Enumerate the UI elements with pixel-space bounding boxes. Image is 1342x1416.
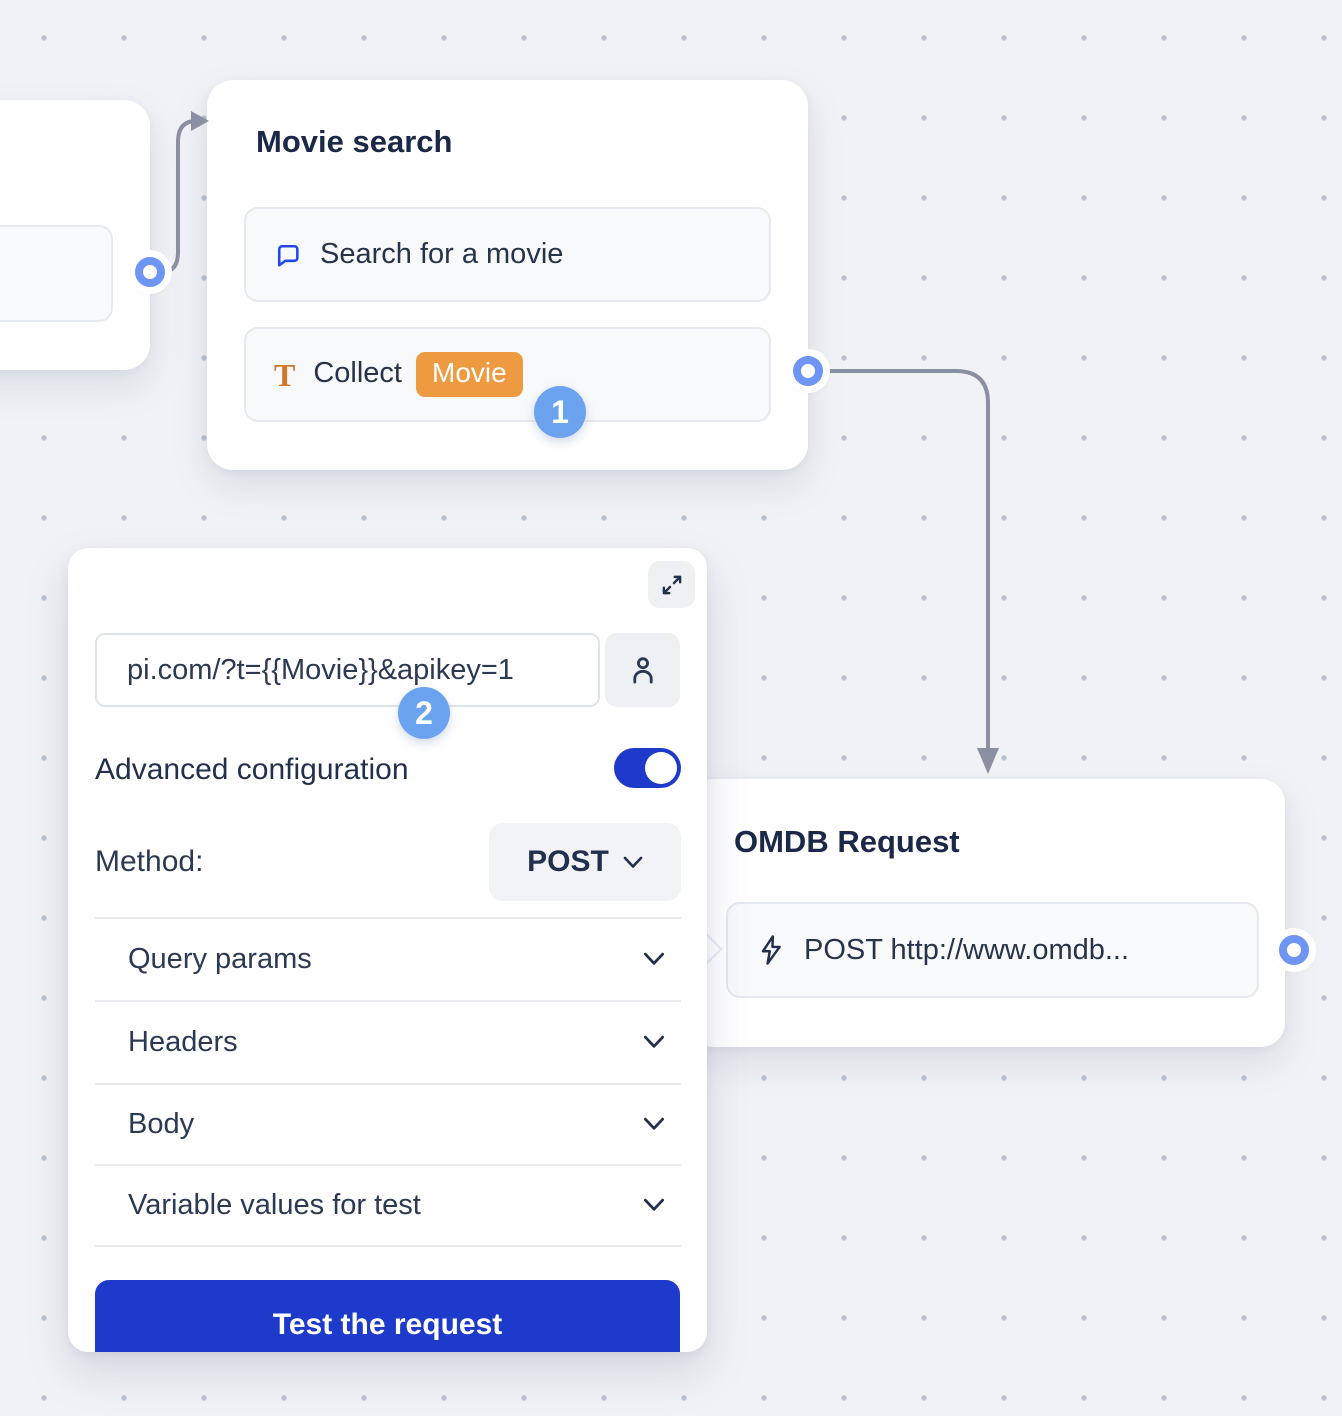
method-select[interactable]: POST (489, 823, 681, 901)
expand-button[interactable] (648, 561, 695, 608)
section-label: Query params (128, 942, 312, 975)
divider (95, 1000, 681, 1002)
section-body[interactable]: Body (95, 1083, 681, 1165)
divider (95, 1164, 681, 1166)
divider (95, 1245, 681, 1247)
step-badge-2: 2 (398, 687, 450, 739)
send-message-item[interactable]: Search for a movie (244, 207, 771, 302)
lightning-icon (756, 934, 786, 966)
section-label: Headers (128, 1025, 238, 1058)
step-badge-1: 1 (534, 386, 586, 438)
chevron-down-icon (623, 856, 643, 869)
section-label: Variable values for test (128, 1188, 421, 1221)
advanced-configuration-toggle[interactable] (614, 748, 681, 788)
movie-search-node[interactable]: Movie search Search for a movie T Collec… (207, 80, 808, 470)
node-title: OMDB Request (734, 824, 960, 859)
person-icon (626, 653, 660, 687)
section-label: Body (128, 1107, 195, 1140)
node-title: Movie search (256, 124, 453, 159)
variable-chip[interactable]: Movie (416, 352, 523, 397)
divider (95, 917, 681, 919)
method-label: Method: (95, 845, 204, 878)
previous-node-item[interactable] (0, 225, 113, 322)
advanced-configuration-label: Advanced configuration (95, 753, 409, 786)
method-value: POST (527, 845, 609, 878)
divider (95, 1083, 681, 1085)
toggle-knob (645, 752, 677, 784)
previous-node-card[interactable] (0, 100, 150, 370)
webhook-item[interactable]: POST http://www.omdb... (726, 902, 1259, 998)
previous-node-output-port[interactable] (135, 257, 165, 287)
test-request-button[interactable]: Test the request (95, 1280, 680, 1352)
chat-bubble-icon (274, 241, 302, 269)
movie-search-output-port[interactable] (793, 356, 823, 386)
section-headers[interactable]: Headers (95, 1001, 681, 1083)
item-label: Search for a movie (320, 238, 564, 270)
insert-variable-button[interactable] (605, 633, 680, 707)
webhook-config-panel: pi.com/?t={{Movie}}&apikey=1 Advanced co… (68, 548, 723, 1352)
chevron-down-icon (643, 952, 665, 966)
item-label: POST http://www.omdb... (804, 933, 1130, 966)
omdb-request-node[interactable]: OMDB Request POST http://www.omdb... (690, 779, 1285, 1047)
section-variable-values[interactable]: Variable values for test (95, 1164, 681, 1246)
section-query-params[interactable]: Query params (95, 918, 681, 1000)
url-input[interactable]: pi.com/?t={{Movie}}&apikey=1 (95, 633, 600, 707)
chevron-down-icon (643, 1198, 665, 1212)
expand-icon (659, 572, 685, 598)
chevron-down-icon (643, 1117, 665, 1131)
text-collect-icon: T (274, 356, 296, 393)
chevron-down-icon (643, 1035, 665, 1049)
omdb-request-output-port[interactable] (1279, 935, 1309, 965)
